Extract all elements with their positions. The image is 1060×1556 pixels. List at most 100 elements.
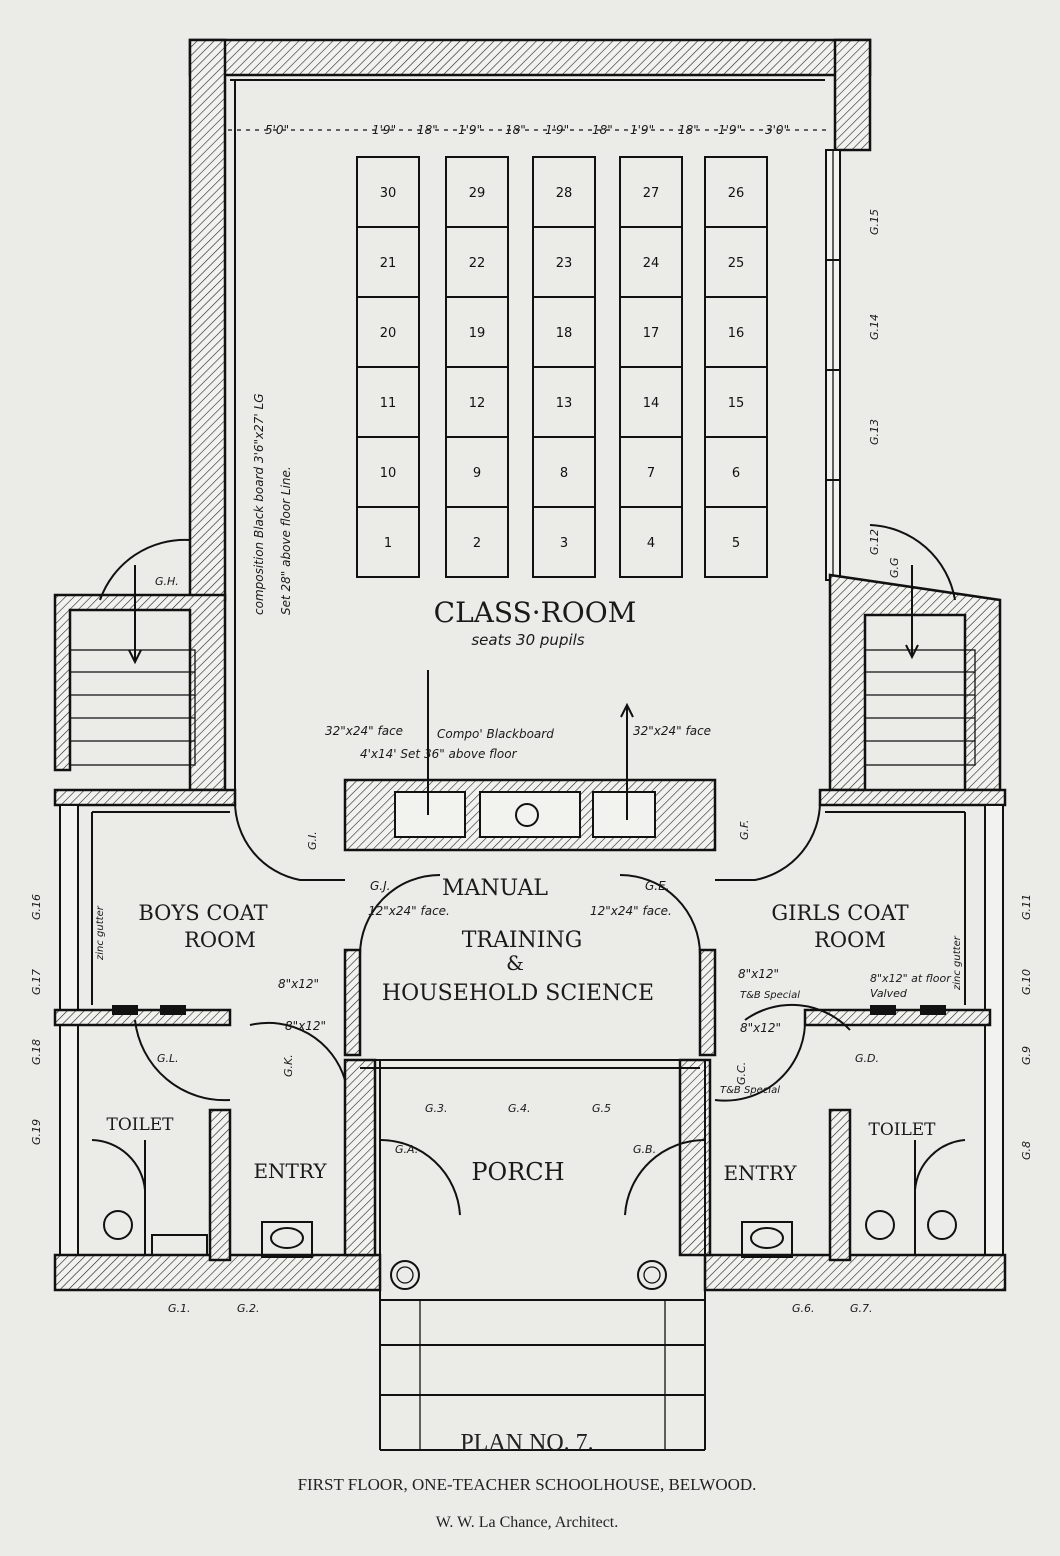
dim-label: 18" bbox=[678, 123, 699, 137]
vent-right-2: 8"x12" bbox=[740, 1021, 781, 1035]
dim-label: 1'9" bbox=[545, 123, 569, 137]
desk-number: 19 bbox=[469, 326, 486, 341]
desk-number: 29 bbox=[469, 186, 486, 201]
window-label: G.3. bbox=[425, 1102, 448, 1115]
desk-number: 21 bbox=[380, 256, 397, 271]
desk-number: 8 bbox=[560, 466, 568, 481]
door-label: G.I. bbox=[306, 831, 319, 850]
vent-left-2: 8"x12" bbox=[285, 1019, 326, 1033]
door-label: G.G bbox=[888, 557, 901, 578]
valved-note: Valved bbox=[870, 987, 908, 1000]
window-label: G.9 bbox=[1020, 1046, 1033, 1065]
ampersand-label: & bbox=[506, 951, 524, 975]
ge-label: G.E. bbox=[645, 879, 670, 893]
vent-right-2-type: T&B Special bbox=[720, 1085, 780, 1096]
porch-label: PORCH bbox=[471, 1158, 564, 1186]
desk-number: 25 bbox=[728, 256, 745, 271]
classroom-sub-label: seats 30 pupils bbox=[471, 631, 584, 649]
plan-subtitle: FIRST FLOOR, ONE-TEACHER SCHOOLHOUSE, BE… bbox=[298, 1475, 757, 1494]
dim-label: 1'9" bbox=[372, 123, 396, 137]
desk-number: 2 bbox=[473, 536, 481, 551]
window-label: G.1. bbox=[168, 1302, 191, 1315]
window-label: G.13 bbox=[868, 419, 881, 445]
gj-face-note: 12"x24" face. bbox=[368, 904, 450, 918]
window-label: G.12 bbox=[868, 529, 881, 555]
zinc-gutter-right: zinc gutter bbox=[952, 935, 963, 991]
compo-note-1: Compo' Blackboard bbox=[437, 727, 554, 741]
dim-label: 1'9" bbox=[458, 123, 482, 137]
door-label: G.D. bbox=[855, 1052, 879, 1065]
dim-label: 1'9" bbox=[630, 123, 654, 137]
desk-number: 16 bbox=[728, 326, 745, 341]
desk-number: 17 bbox=[643, 326, 660, 341]
blackboard-note-1: composition Black board 3'6"x27' LG bbox=[252, 394, 266, 616]
entry-left-label: ENTRY bbox=[253, 1159, 327, 1183]
window-label: G.4. bbox=[508, 1102, 531, 1115]
window-label: G.11 bbox=[1020, 894, 1033, 920]
dim-label: 5'0" bbox=[265, 123, 289, 137]
window-label: G.7. bbox=[850, 1302, 873, 1315]
central-walls bbox=[134, 670, 851, 1451]
manual-label: MANUAL bbox=[442, 876, 548, 901]
ge-face-note: 12"x24" face. bbox=[590, 904, 672, 918]
door-label: G.L. bbox=[157, 1052, 179, 1065]
dim-label: 1'9" bbox=[718, 123, 742, 137]
vent-right-1: 8"x12" bbox=[738, 967, 779, 981]
desk-number: 15 bbox=[728, 396, 745, 411]
dim-label: 18" bbox=[417, 123, 438, 137]
desk-number: 26 bbox=[728, 186, 745, 201]
desk-number: 28 bbox=[556, 186, 573, 201]
dim-label: 3'0" bbox=[765, 123, 789, 137]
window-label: G.10 bbox=[1020, 969, 1033, 995]
desk-number: 9 bbox=[473, 466, 481, 481]
face-right-note: 32"x24" face bbox=[633, 724, 711, 738]
household-science-label: HOUSEHOLD SCIENCE bbox=[382, 981, 654, 1006]
boys-coat-label: BOYS COAT bbox=[138, 901, 267, 925]
window-label: G.5 bbox=[592, 1102, 611, 1115]
desk-number: 14 bbox=[643, 396, 660, 411]
desk-number: 5 bbox=[732, 536, 740, 551]
toilet-right-label: TOILET bbox=[868, 1120, 936, 1140]
girls-room-label: ROOM bbox=[814, 928, 886, 952]
vent-left-1: 8"x12" bbox=[278, 977, 319, 991]
window-label: G.17 bbox=[30, 969, 43, 995]
window-label: G.2. bbox=[237, 1302, 260, 1315]
architect-credit: W. W. La Chance, Architect. bbox=[436, 1514, 618, 1531]
toilet-left-label: TOILET bbox=[106, 1115, 174, 1135]
window-label: G.8 bbox=[1020, 1141, 1033, 1160]
training-label: TRAINING bbox=[462, 928, 583, 953]
door-label: G.K. bbox=[282, 1054, 295, 1077]
window-label: G.19 bbox=[30, 1119, 43, 1145]
desk-number: 18 bbox=[556, 326, 573, 341]
window-label: G.6. bbox=[792, 1302, 815, 1315]
classroom-label: CLASS·ROOM bbox=[434, 596, 637, 629]
vent-floor-note: 8"x12" at floor bbox=[870, 972, 952, 985]
door-label: G.F. bbox=[738, 820, 751, 840]
lower-walls bbox=[53, 788, 1007, 1292]
dim-label: 18" bbox=[505, 123, 526, 137]
window-label: G.14 bbox=[868, 314, 881, 340]
door-label: G.A. bbox=[395, 1143, 418, 1156]
dim-label: 18" bbox=[592, 123, 613, 137]
window-label: G.15 bbox=[868, 209, 881, 235]
desk-number: 30 bbox=[380, 186, 397, 201]
desk-number: 22 bbox=[469, 256, 486, 271]
desk-number: 3 bbox=[560, 536, 568, 551]
desk-number: 6 bbox=[732, 466, 740, 481]
right-stair-block bbox=[828, 524, 1002, 792]
vent-right-1-type: T&B Special bbox=[740, 990, 800, 1001]
door-label: G.H. bbox=[155, 575, 179, 588]
window-label: G.16 bbox=[30, 894, 43, 920]
desk-number: 20 bbox=[380, 326, 397, 341]
girls-coat-label: GIRLS COAT bbox=[771, 901, 908, 925]
classroom-walls bbox=[188, 38, 872, 790]
zinc-gutter-left: zinc gutter bbox=[95, 905, 106, 961]
boys-room-label: ROOM bbox=[184, 928, 256, 952]
dimension-labels: 5'0" 1'9" 18" 1'9" 18" 1'9" 18" 1'9" 18"… bbox=[265, 123, 789, 137]
gj-label: G.J. bbox=[370, 879, 390, 893]
left-stair-block bbox=[53, 538, 227, 792]
blackboard-note-2: Set 28" above floor Line. bbox=[279, 466, 293, 615]
